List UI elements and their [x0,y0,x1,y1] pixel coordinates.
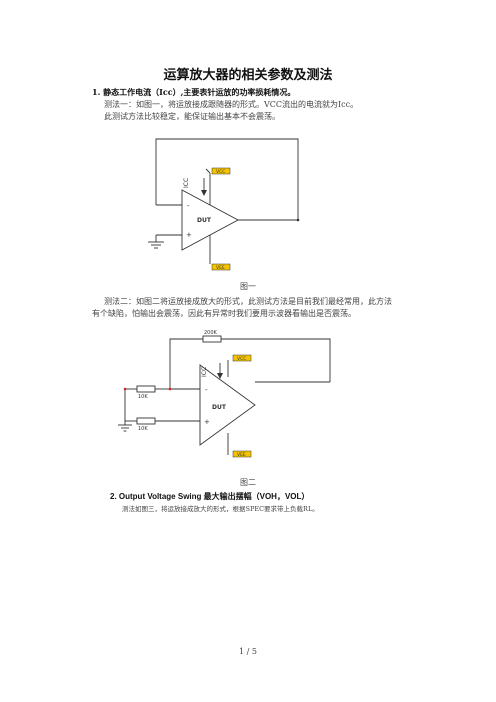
rf-label: 200K [204,330,218,336]
vee-label: VEE [237,452,246,458]
dut-label: DUT [212,404,227,411]
section-2-paragraph-1: 测法如图三，将运放接成放大的形式，根据SPEC要求带上负载RL。 [122,505,319,513]
output-node [296,218,300,222]
figure-2-caption: 图二 [240,478,256,487]
vcc-label-box [232,354,252,362]
r2-label: 10K [138,426,148,432]
icc-label: ICC [183,178,190,188]
page-number: 1 / 5 [239,647,257,656]
section-1-paragraph-3-line-1: 测法二：如图二将运放接成放大的形式，此测试方法是目前我们最经常用，此方法 [104,297,392,306]
section-1-paragraph-3-line-2: 有个缺陷，怕输出会震荡，因此有异常时我们要用示波器看输出是否震荡。 [92,309,356,318]
section-1-paragraph-2: 此测试方法比较稳定，能保证输出基本不会震荡。 [104,112,280,121]
opamp-minus-sign: - [187,202,190,210]
opamp-plus-sign: + [186,231,192,239]
input-resistor-1 [136,385,156,393]
vcc-label-box [211,167,231,175]
icc-label: ICC [201,367,208,377]
vcc-label: VCC [216,169,225,175]
junction-node-left [123,387,127,391]
feedback-wire [155,138,299,220]
vee-label-box [211,263,231,271]
input-resistor-2 [136,417,156,425]
figure-2-circuit: 200K 10K 10K ICC VCC VEE - + DUT [118,330,331,458]
opamp-minus-sign: - [205,386,208,394]
vcc-label: VCC [237,356,246,362]
r1-label: 10K [138,394,148,400]
feedback-resistor [202,335,222,343]
opamp-plus-sign: + [204,418,210,426]
junction-node-minus [168,387,172,391]
vee-label-box [232,450,252,458]
figure-1-circuit: ICC VCC VEE - + DUT [148,138,300,271]
vee-label: VEE [216,265,225,271]
section-1-heading: 1. 静态工作电流（Icc）,主要表针运放的功率损耗情况。 [92,87,296,97]
opamp-triangle [199,364,256,446]
figure-1-caption: 图一 [240,282,256,291]
feedback-wire [169,338,203,365]
dut-label: DUT [197,217,212,224]
document-title: 运算放大器的相关参数及测法 [163,68,333,83]
section-2-heading: 2. Output Voltage Swing 最大输出摆幅（VOH，VOL） [110,492,310,501]
section-1-paragraph-1: 测法一：如图一，将运放接成跟随器的形式。VCC流出的电流就为Icc。 [104,100,359,109]
